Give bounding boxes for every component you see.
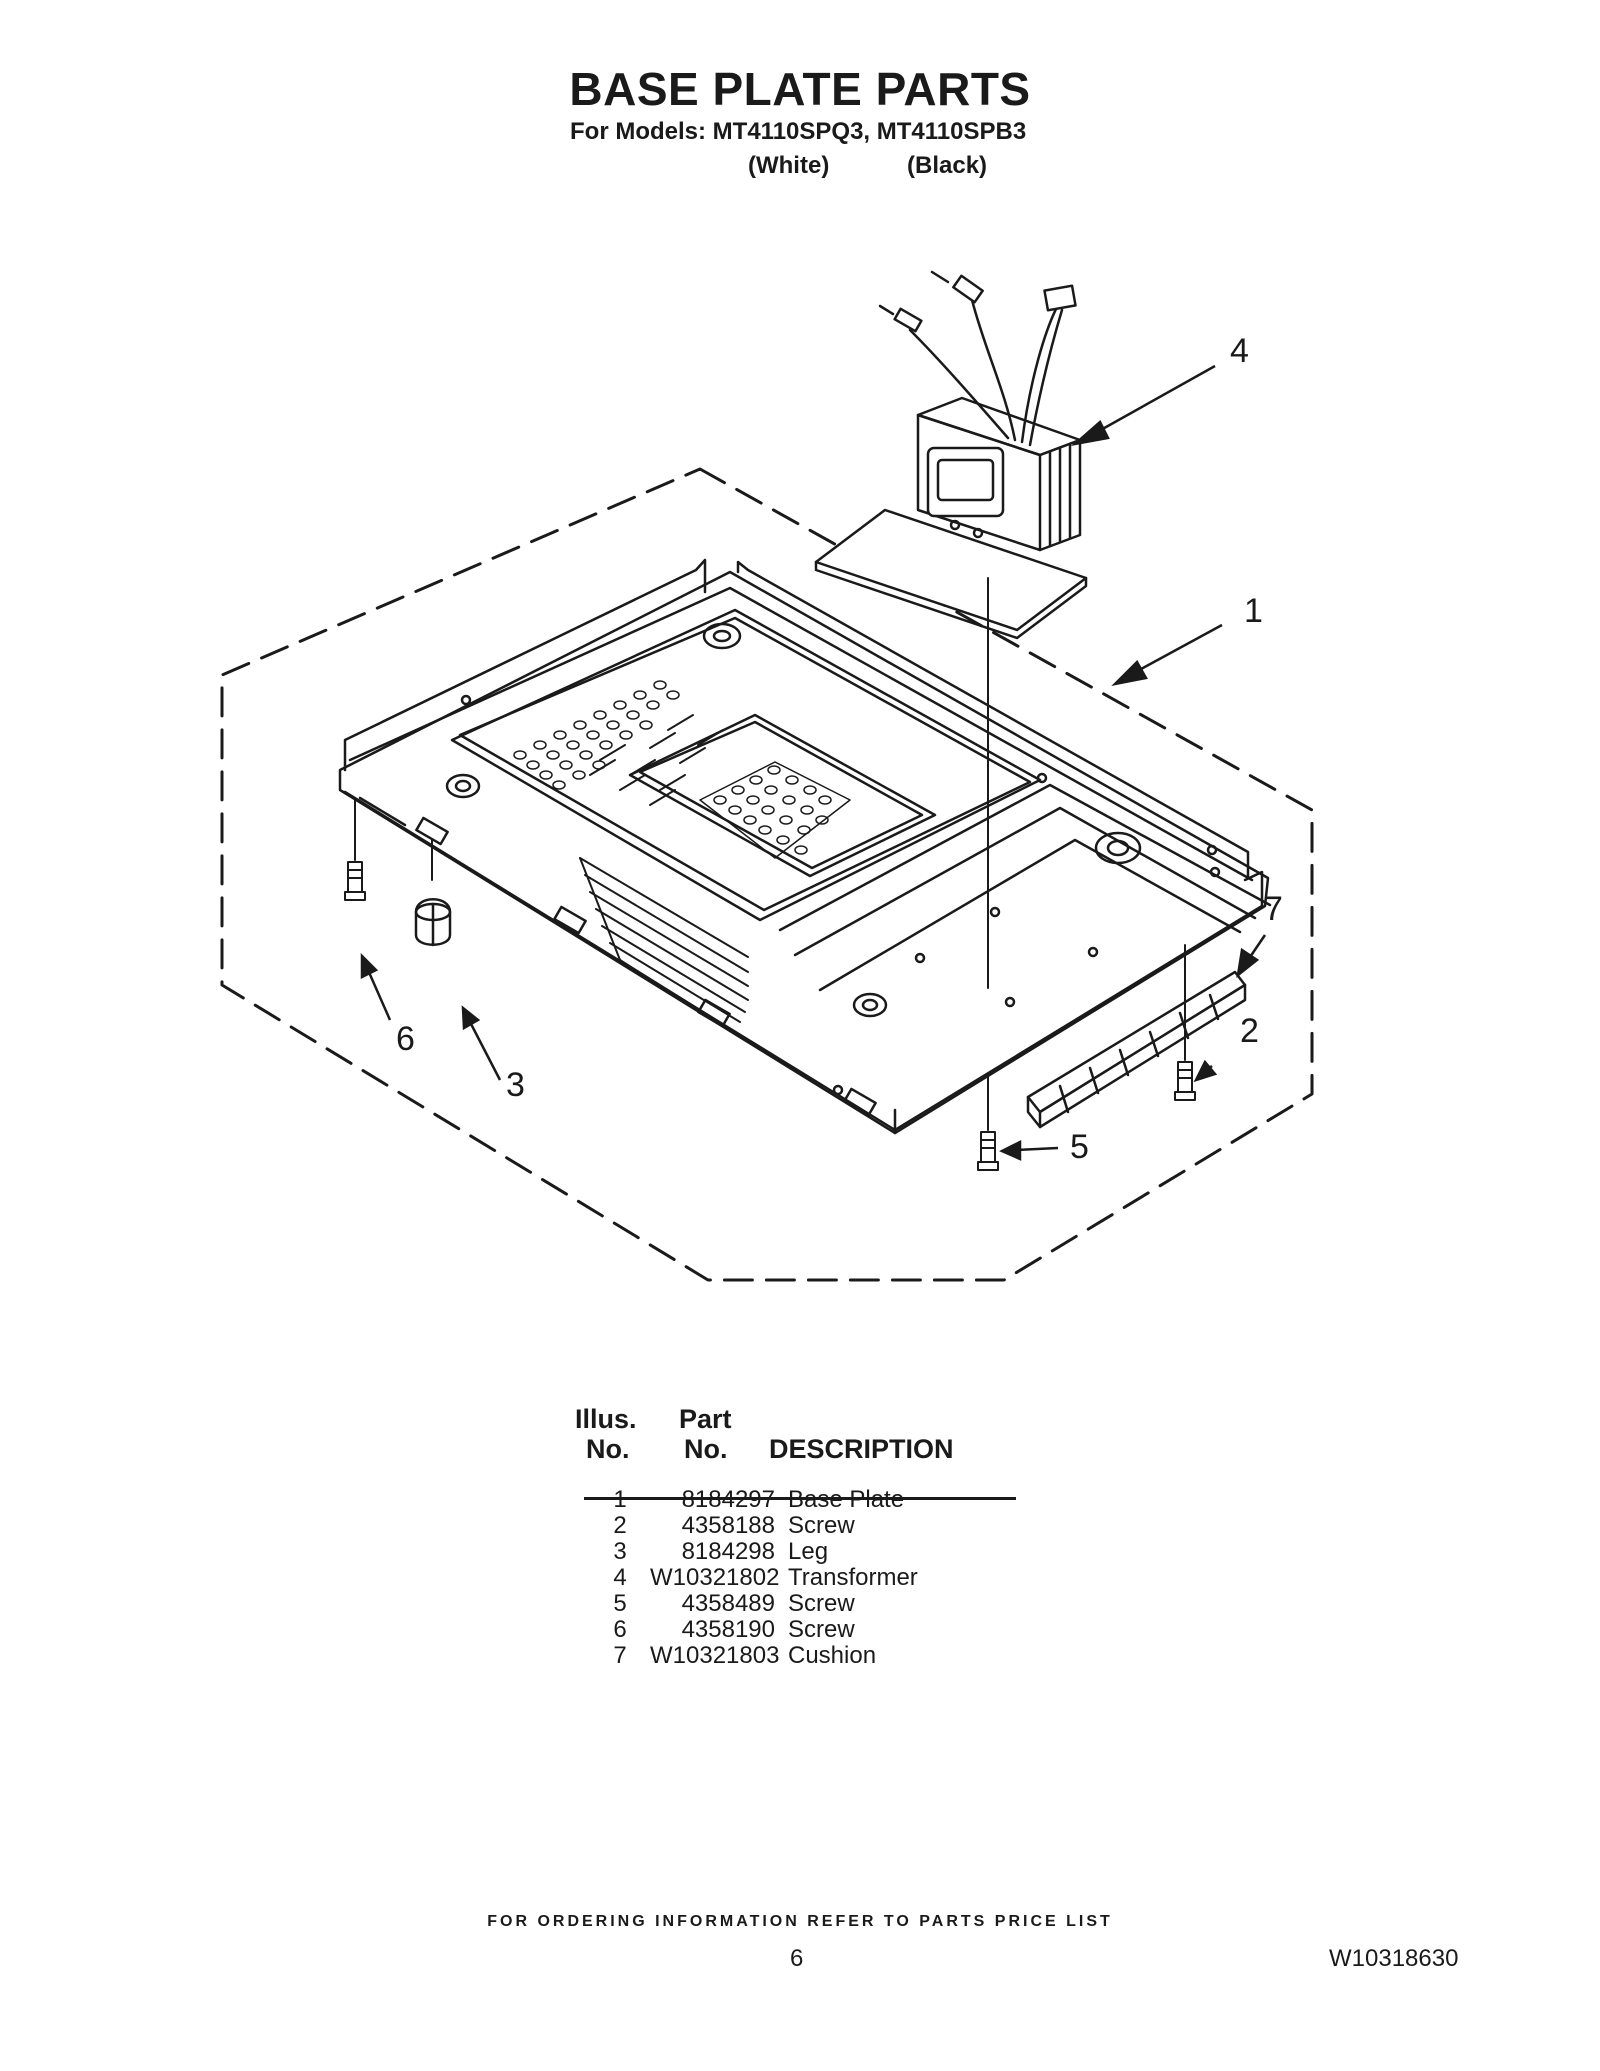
assembly-boundary <box>220 467 1314 1282</box>
part-no: 8184297 <box>681 1486 775 1513</box>
illus-no: 2 <box>613 1512 627 1539</box>
illus-no: 7 <box>613 1642 627 1669</box>
leader-arrows <box>360 364 1267 1161</box>
illus-no: 6 <box>613 1616 627 1643</box>
header-illus-line2: No. <box>586 1434 630 1464</box>
cushion <box>1026 970 1247 1129</box>
table-rule <box>584 1497 1016 1500</box>
header-part-line1: Part <box>679 1404 732 1434</box>
description: Base Plate <box>788 1486 905 1513</box>
description: Screw <box>788 1590 855 1617</box>
header-description: DESCRIPTION <box>769 1434 954 1464</box>
screw-5 <box>977 1074 999 1171</box>
description: Screw <box>788 1512 855 1539</box>
vent-holes <box>513 680 851 859</box>
callout-5: 5 <box>1070 1128 1089 1166</box>
header-illus-line1: Illus. <box>575 1404 637 1434</box>
document-number: W10318630 <box>1329 1945 1459 1972</box>
description: Screw <box>788 1616 855 1643</box>
callout-2: 2 <box>1240 1012 1259 1050</box>
ordering-note: FOR ORDERING INFORMATION REFER TO PARTS … <box>487 1913 1113 1930</box>
illus-no: 1 <box>613 1486 627 1513</box>
screw-2 <box>1174 944 1196 1101</box>
exploded-parts-diagram <box>220 270 1314 1282</box>
screw-6 <box>344 799 366 901</box>
callout-6: 6 <box>396 1020 415 1058</box>
color-black-label: (Black) <box>907 152 988 179</box>
description: Leg <box>788 1538 829 1565</box>
color-white-label: (White) <box>748 152 830 179</box>
part-no: W10321802 <box>650 1564 780 1591</box>
page-number: 6 <box>790 1945 804 1972</box>
header-part-line2: No. <box>684 1434 728 1464</box>
part-no: 4358190 <box>681 1616 775 1643</box>
illus-no: 4 <box>613 1564 627 1591</box>
description: Cushion <box>788 1642 877 1669</box>
models-line: For Models: MT4110SPQ3, MT4110SPB3 <box>570 118 1027 145</box>
illus-no: 3 <box>613 1538 627 1565</box>
illus-no: 5 <box>613 1590 627 1617</box>
description: Transformer <box>788 1564 918 1591</box>
leg <box>414 839 452 947</box>
part-no: W10321803 <box>650 1642 780 1669</box>
callout-4: 4 <box>1230 332 1249 370</box>
callout-3: 3 <box>506 1066 525 1104</box>
vent-slots <box>579 714 749 1031</box>
callout-1: 1 <box>1244 592 1263 630</box>
part-no: 4358188 <box>681 1512 775 1539</box>
part-no: 4358489 <box>681 1590 775 1617</box>
part-no: 8184298 <box>681 1538 775 1565</box>
callout-7: 7 <box>1264 890 1283 928</box>
page-title: BASE PLATE PARTS <box>569 63 1031 115</box>
base-plate <box>338 558 1272 1135</box>
